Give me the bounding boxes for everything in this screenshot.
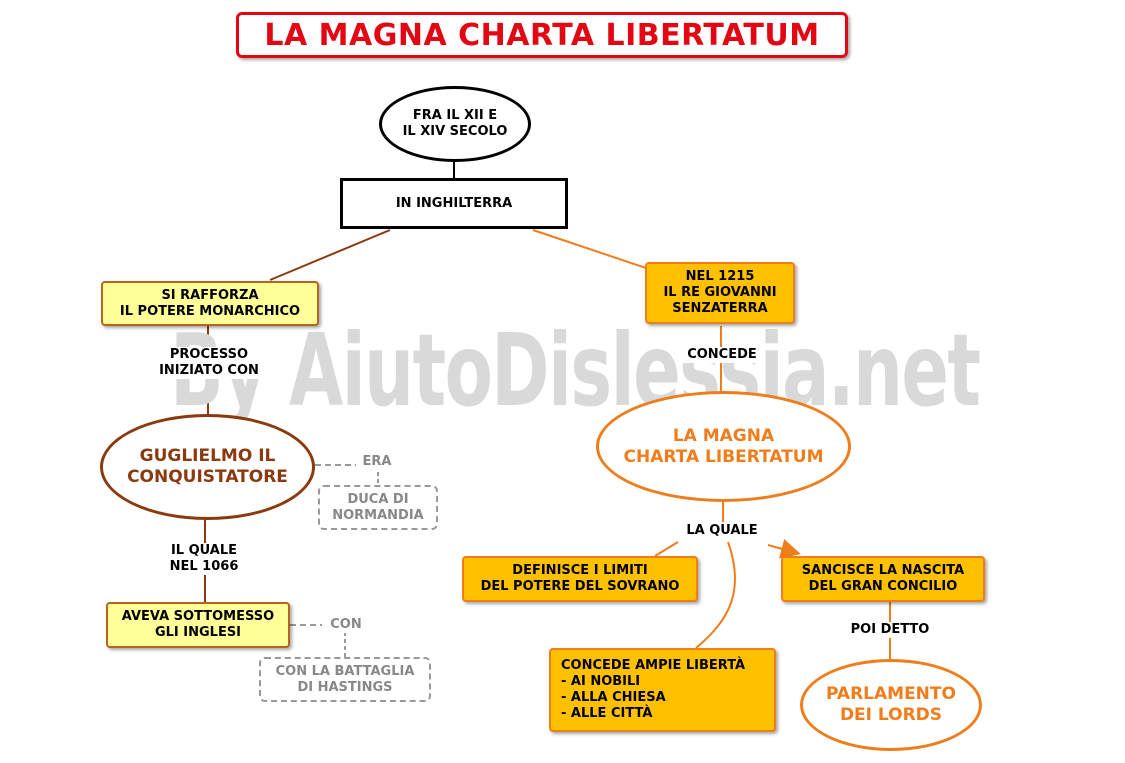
node-hastings: CON LA BATTAGLIA DI HASTINGS: [259, 657, 431, 702]
node-monarchy: SI RAFFORZA IL POTERE MONARCHICO: [101, 281, 319, 326]
link-place-monarchy: [269, 229, 391, 281]
node-king: NEL 1215 IL RE GIOVANNI SENZATERRA: [645, 262, 795, 324]
node-duke: DUCA DI NORMANDIA: [318, 485, 438, 530]
link-label-la-quale: LA QUALE: [677, 523, 767, 539]
node-subdued: AVEVA SOTTOMESSO GLI INGLESI: [106, 602, 290, 648]
node-william: GUGLIELMO IL CONQUISTATORE: [100, 414, 315, 520]
page-title: LA MAGNA CHARTA LIBERTATUM: [236, 12, 848, 58]
watermark-text: By AiutoDislessia.net: [170, 312, 981, 429]
link-label-quale-1066: IL QUALE NEL 1066: [160, 543, 248, 575]
node-parliament: PARLAMENTO DEI LORDS: [800, 659, 982, 751]
node-limits: DEFINISCE I LIMITI DEL POTERE DEL SOVRAN…: [462, 556, 698, 602]
node-council: SANCISCE LA NASCITA DEL GRAN CONCILIO: [781, 556, 985, 602]
link-label-poi-detto: POI DETTO: [840, 622, 940, 638]
link-place-king: [532, 229, 647, 269]
node-freedoms: CONCEDE AMPIE LIBERTÀ - AI NOBILI - ALLA…: [549, 648, 776, 732]
link-label-con: CON: [322, 617, 370, 633]
link-laquale-limits: [654, 541, 679, 557]
link-laquale-freedoms: [695, 541, 736, 649]
link-label-process: PROCESSO INIZIATO CON: [150, 347, 268, 379]
link-label-era: ERA: [356, 454, 398, 470]
node-place: IN INGHILTERRA: [340, 178, 568, 229]
node-charter: LA MAGNA CHARTA LIBERTATUM: [596, 391, 851, 502]
link-laquale-council: [767, 539, 801, 559]
link-label-concede: CONCEDE: [682, 347, 762, 363]
node-period: FRA IL XII E IL XIV SECOLO: [379, 86, 531, 162]
